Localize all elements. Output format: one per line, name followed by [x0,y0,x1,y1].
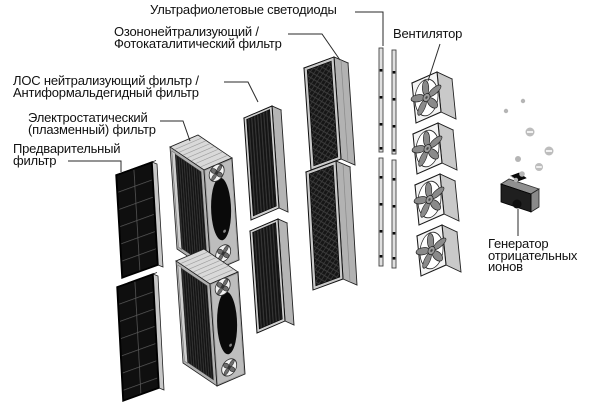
label-ozone-filter: Озононейтрализующий / Фотокаталитический… [114,24,282,51]
leader-ozone-filter [288,33,341,61]
leader-pre-filter [68,160,122,172]
ozone-photocatalytic-filter [302,56,358,291]
uv-led-strips [378,47,397,269]
negative-ion-particles [503,98,554,183]
pre-filter-panels [115,160,165,402]
leader-voc-filter [224,81,259,103]
label-pre-filter: Предварительный фильтр [13,141,121,168]
label-uv-leds: Ультрафиолетовые светодиоды [150,2,337,17]
uv-led-dots [379,69,396,260]
negative-ion-generator [500,172,540,213]
voc-anti-formaldehyde-filter [242,105,295,334]
leader-fan [427,43,441,82]
electrostatic-plasma-filter [169,134,246,387]
label-electrostatic-filter: Электростатический (плазменный) фильтр [28,110,156,137]
label-fan: Вентилятор [393,26,463,41]
leader-electrostatic-filter [160,120,191,142]
label-ion-generator: Генератор отрицательных ионов [488,236,578,274]
leader-uv-leds [355,11,384,46]
label-voc-filter: ЛОС нейтрализующий фильтр / Антиформальд… [13,73,199,100]
